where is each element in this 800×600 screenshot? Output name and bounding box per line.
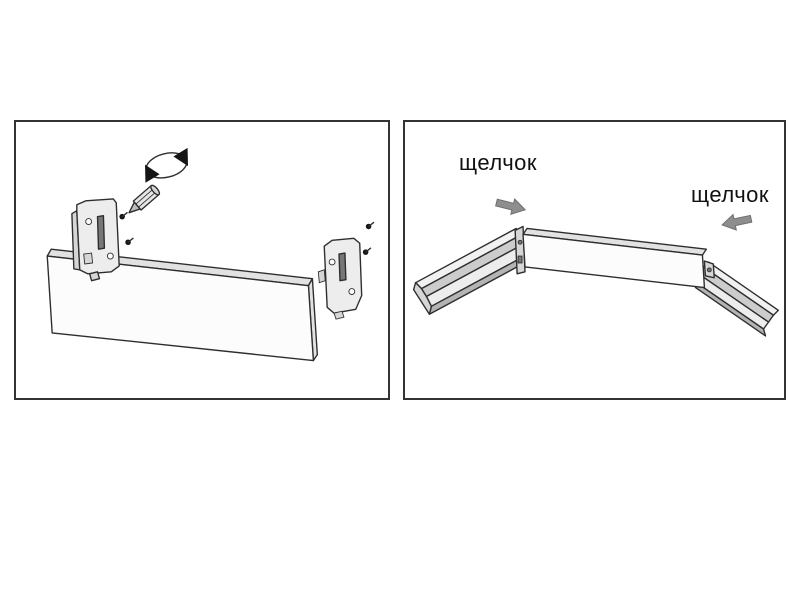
click-label-right: щелчок (691, 182, 770, 207)
rail-insertion-diagram (412, 198, 780, 337)
step-2-panel: щелчок щелчок (403, 120, 786, 400)
screwdriver-bit-icon (128, 184, 161, 214)
rotation-arrow-icon (144, 147, 189, 183)
insert-arrow-left (495, 198, 527, 216)
back-panel (514, 225, 715, 289)
panel-bracket-left (514, 225, 526, 275)
insert-arrow-right (721, 213, 753, 231)
left-mounting-bracket (71, 198, 120, 282)
back-panel-assembly-diagram (46, 147, 375, 362)
screw-dots-right (362, 221, 375, 255)
left-drawer-rail (412, 227, 533, 315)
board-front-face (46, 255, 315, 362)
bracket-hook (88, 271, 101, 282)
screw-dots-left (119, 211, 134, 246)
rail-end-cap-left (412, 281, 433, 315)
right-mounting-bracket (317, 237, 363, 320)
step-1-panel (14, 120, 390, 400)
click-label-left: щелчок (459, 150, 538, 175)
right-drawer-rail (692, 261, 780, 337)
